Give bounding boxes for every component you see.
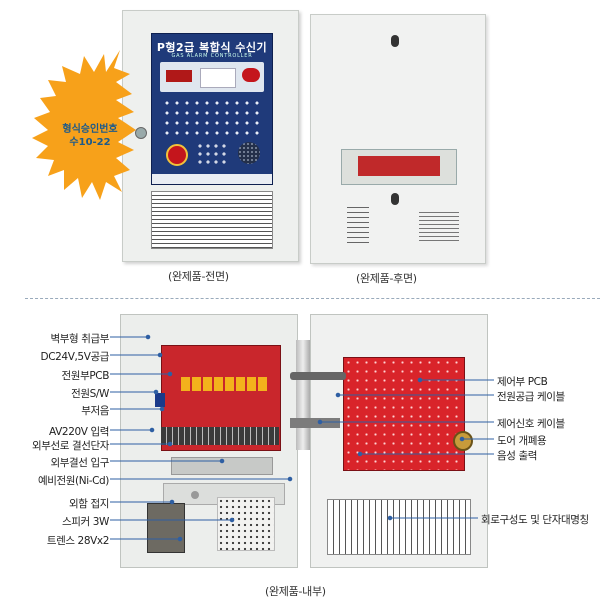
control-pcb [343,357,465,471]
circuit-diagram [327,499,471,555]
terminal-block [161,427,279,445]
label-power-pcb: 전원부PCB [61,370,110,382]
label-transformer: 트렌스 28Vx2 [46,535,110,547]
inner-left-cabinet [120,314,298,568]
ground-screw [191,491,199,499]
relay-row [181,377,267,391]
label-door-lock: 도어 개폐용 [497,435,547,447]
reset-button[interactable] [242,68,260,82]
label-dc-supply: DC24V,5V공급 [40,351,110,363]
front-cabinet: P형2급 복합식 수신기 GAS ALARM CONTROLLER [122,10,299,262]
badge-line1: 형식승인번호 [62,124,118,135]
indicator-grid [162,98,262,138]
label-voice-output: 음성 출력 [497,450,537,462]
label-ground: 외함 접지 [69,498,109,510]
signal-cable [290,418,340,428]
badge-burst-shape [32,50,136,200]
speaker [217,497,275,551]
power-switch[interactable] [155,393,165,407]
emergency-button[interactable] [166,144,188,166]
label-power-cable: 전원공급 케이블 [497,391,565,403]
brand-strip [152,174,272,184]
speaker-grille [238,142,260,164]
display-area [160,62,264,92]
mount-hole-top [391,35,399,47]
vent-left [347,203,369,243]
label-wall-mount: 벽부형 취급부 [50,333,110,345]
cable-bundle [290,372,346,380]
mount-hole-mid [391,193,399,205]
label-battery: 예비전원(Ni-Cd) [38,475,109,487]
panel-subtitle: GAS ALARM CONTROLLER [171,53,253,59]
panel-title: P형2급 복합식 수신기 [156,41,268,54]
badge-line2: 수10-22 [69,137,111,148]
approval-badge-star [32,50,136,200]
label-buzzer: 부저음 [81,405,109,417]
caption-rear: (완제품-후면) [356,272,417,285]
label-speaker: 스피커 3W [62,516,109,528]
label-control-pcb: 제어부 PCB [497,376,548,388]
caption-front: (완제품-전면) [168,270,229,283]
label-signal-cable: 제어신호 케이블 [497,418,565,430]
key-lock[interactable] [135,127,147,139]
rear-cabinet [310,14,486,264]
led-display [166,70,192,82]
instruction-sheet [151,191,273,249]
label-wiring-entry: 외부결선 입구 [50,457,110,469]
status-leds [200,68,236,88]
front-control-panel: P형2급 복합식 수신기 GAS ALARM CONTROLLER [151,33,273,185]
label-ac-input: AV220V 입력 [49,426,109,438]
rear-window [341,149,457,185]
label-terminal: 외부선로 결선단자 [31,440,109,452]
button-grid[interactable] [196,142,230,166]
inner-door [310,314,488,568]
rear-window-pcb [358,156,440,176]
label-power-switch: 전원S/W [71,388,109,400]
caption-inside: (완제품-내부) [265,585,326,598]
label-circuit-diagram: 회로구성도 및 단자대명칭 [481,514,589,526]
transformer [147,503,185,553]
vent-right [419,209,459,243]
section-divider [25,298,600,299]
